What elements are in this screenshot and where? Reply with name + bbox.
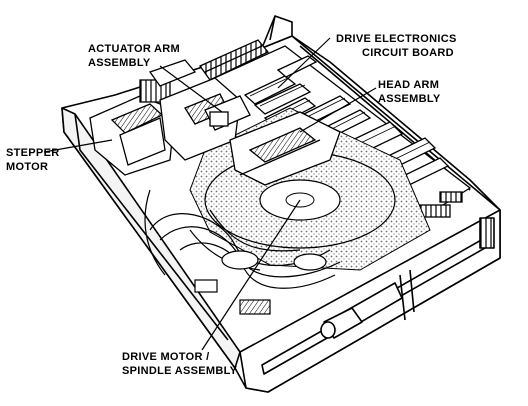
leader-stepper — [43, 139, 113, 153]
label-electronics-line2: CIRCUIT BOARD — [362, 47, 454, 59]
label-electronics-line1: DRIVE ELECTRONICS — [336, 33, 457, 45]
label-drive-motor-spindle-assembly: DRIVE MOTOR / SPINDLE ASSEMBLY — [122, 350, 237, 378]
label-actuator-line1: ACTUATOR ARM — [88, 43, 180, 55]
head-arm — [229, 111, 341, 186]
label-stepper-motor: STEPPER MOTOR — [6, 146, 59, 174]
stepper-assembly — [89, 59, 251, 176]
leader-lines — [43, 37, 377, 351]
leader-spindle — [201, 199, 301, 351]
motor-wiring — [144, 189, 341, 315]
leader-actuator — [159, 65, 223, 113]
label-head-arm-line1: HEAD ARM — [378, 79, 440, 91]
front-bezel — [239, 209, 501, 393]
label-spindle-line1: DRIVE MOTOR / — [122, 351, 210, 363]
label-head-arm-line2: ASSEMBLY — [378, 93, 441, 105]
label-head-arm-assembly: HEAD ARM ASSEMBLY — [378, 78, 441, 106]
leader-head-arm — [299, 87, 377, 133]
label-stepper-line1: STEPPER — [6, 147, 60, 159]
label-actuator-arm-assembly: ACTUATOR ARM ASSEMBLY — [88, 42, 180, 70]
edge-connector — [199, 39, 270, 81]
label-drive-electronics-circuit-board: DRIVE ELECTRONICS CIRCUIT BOARD — [336, 32, 457, 60]
label-spindle-line2: SPINDLE ASSEMBLY — [122, 365, 238, 377]
label-stepper-line2: MOTOR — [6, 161, 49, 173]
leader-electronics — [277, 37, 331, 89]
label-actuator-line2: ASSEMBLY — [88, 57, 151, 69]
